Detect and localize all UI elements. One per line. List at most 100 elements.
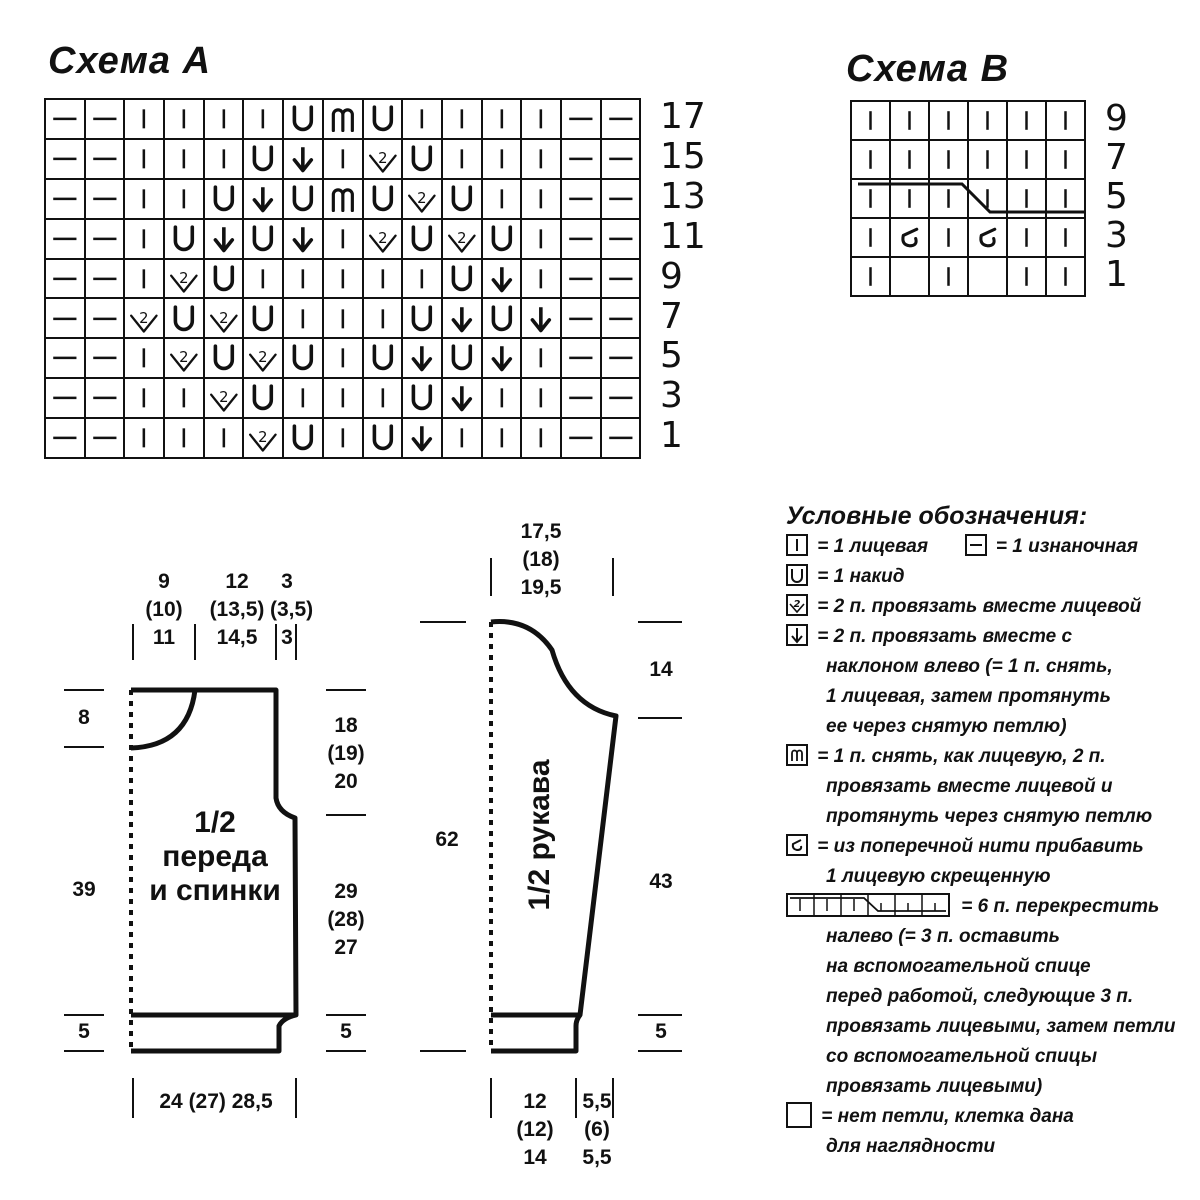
stitch-cell xyxy=(850,100,891,141)
stitch-cell xyxy=(401,257,443,300)
stitch-cell xyxy=(163,297,205,340)
stitch-cell: 2 xyxy=(242,417,285,460)
stitch-cell xyxy=(1006,139,1047,180)
stitch-cell xyxy=(83,257,126,300)
stitch-cell xyxy=(242,377,285,420)
stitch-cell xyxy=(559,98,602,140)
stitch-cell xyxy=(889,256,930,297)
sleeve-dim-right-body: 43 xyxy=(649,870,673,893)
sleeve-dim-top: 17,5 (18) 19,5 xyxy=(520,520,562,599)
legend-k2tog: 2 = 2 п. провязать вместе лицевой xyxy=(786,592,1141,622)
schema-a-row-number: 1 xyxy=(660,415,683,457)
stitch-cell: 2 xyxy=(361,137,404,180)
stitch-cell xyxy=(282,98,324,140)
stitch-cell xyxy=(321,257,364,300)
stitch-cell xyxy=(967,100,1008,141)
body-schematic xyxy=(64,624,366,1118)
stitch-cell xyxy=(520,377,562,420)
stitch-cell xyxy=(282,177,324,220)
cable-icon xyxy=(786,892,950,917)
stitch-cell xyxy=(559,417,602,460)
stitch-cell xyxy=(242,257,285,300)
stitch-cell xyxy=(520,337,562,380)
stitch-cell xyxy=(599,217,642,260)
stitch-cell: 2 xyxy=(361,217,404,260)
schema-b-row-number: 3 xyxy=(1105,215,1128,256)
stitch-cell xyxy=(202,417,245,460)
stitch-cell xyxy=(520,417,562,460)
schema-b-row-number: 7 xyxy=(1105,137,1128,178)
stitch-cell xyxy=(440,377,483,420)
schema-b-grid xyxy=(850,100,1086,297)
stitch-cell xyxy=(44,337,86,380)
stitch-cell xyxy=(1045,100,1086,141)
stitch-cell xyxy=(599,297,642,340)
stitch-cell xyxy=(401,98,443,140)
stitch-cell xyxy=(967,256,1008,297)
legend-cable-line7: провязать лицевыми) xyxy=(826,1076,1043,1097)
stitch-cell xyxy=(967,178,1008,219)
stitch-cell xyxy=(163,137,205,180)
stitch-cell xyxy=(242,217,285,260)
stitch-cell xyxy=(928,256,969,297)
stitch-cell xyxy=(242,98,285,140)
schema-a-row-number: 11 xyxy=(660,215,706,257)
legend-cable-line2: налево (= 3 п. оставить xyxy=(826,926,1060,947)
chart-row: 2 xyxy=(44,257,642,300)
chart-row xyxy=(850,256,1086,297)
stitch-cell xyxy=(83,417,126,460)
arrow-down-icon xyxy=(786,623,808,646)
stitch-cell xyxy=(83,137,126,180)
schema-b-wrap xyxy=(850,100,1090,300)
body-dim-top-right: 3 (3,5) 3 xyxy=(270,570,314,649)
stitch-cell xyxy=(967,139,1008,180)
stitch-cell xyxy=(599,337,642,380)
stitch-cell xyxy=(440,137,483,180)
sleeve-label: 1/2 рукава xyxy=(523,759,556,911)
legend-title: Условные обозначения: xyxy=(786,502,1088,530)
stitch-cell xyxy=(123,98,166,140)
schema-b-row-number: 1 xyxy=(1105,254,1128,295)
sleeve-dim-left-total: 62 xyxy=(435,828,459,851)
stitch-cell xyxy=(440,337,483,380)
stitch-cell xyxy=(480,98,523,140)
stitch-cell xyxy=(361,177,404,220)
stitch-cell xyxy=(361,417,404,460)
schema-b-title: Схема B xyxy=(846,48,1010,90)
stitch-cell xyxy=(83,377,126,420)
stitch-cell xyxy=(202,137,245,180)
stitch-cell xyxy=(599,98,642,140)
stitch-cell xyxy=(321,177,364,220)
schema-a-title: Схема A xyxy=(48,40,212,82)
stitch-cell xyxy=(520,98,562,140)
chart-row: 2 xyxy=(44,137,642,180)
stitch-cell xyxy=(480,337,523,380)
stitch-cell xyxy=(242,137,285,180)
stitch-cell xyxy=(44,177,86,220)
stitch-cell xyxy=(401,377,443,420)
svg-text:2: 2 xyxy=(259,429,268,446)
chart-row: 2 xyxy=(44,417,642,460)
legend-sk2p-line2: провязать вместе лицевой и xyxy=(826,776,1113,797)
stitch-cell xyxy=(44,98,86,140)
stitch-cell xyxy=(202,257,245,300)
legend-cable-line5: провязать лицевыми, затем петли xyxy=(826,1016,1176,1037)
body-dim-top-mid: 12 (13,5) 14,5 xyxy=(209,570,265,649)
stitch-cell: 2 xyxy=(163,257,205,300)
stitch-cell xyxy=(282,137,324,180)
body-dim-right-arm: 18 (19) 20 xyxy=(327,714,365,793)
stitch-cell xyxy=(928,100,969,141)
stitch-cell xyxy=(889,100,930,141)
sleeve-dim-right-rib: 5 xyxy=(655,1020,667,1043)
legend-m1-line2: 1 лицевую скрещенную xyxy=(826,866,1051,887)
svg-text:2: 2 xyxy=(179,270,188,287)
stitch-cell xyxy=(599,417,642,460)
schema-a-row-number: 17 xyxy=(660,96,706,137)
stitch-cell xyxy=(559,297,602,340)
stitch-cell xyxy=(401,217,443,260)
stitch-cell xyxy=(1006,217,1047,258)
svg-text:2: 2 xyxy=(794,599,801,610)
k2tog-icon: 2 xyxy=(786,593,808,616)
